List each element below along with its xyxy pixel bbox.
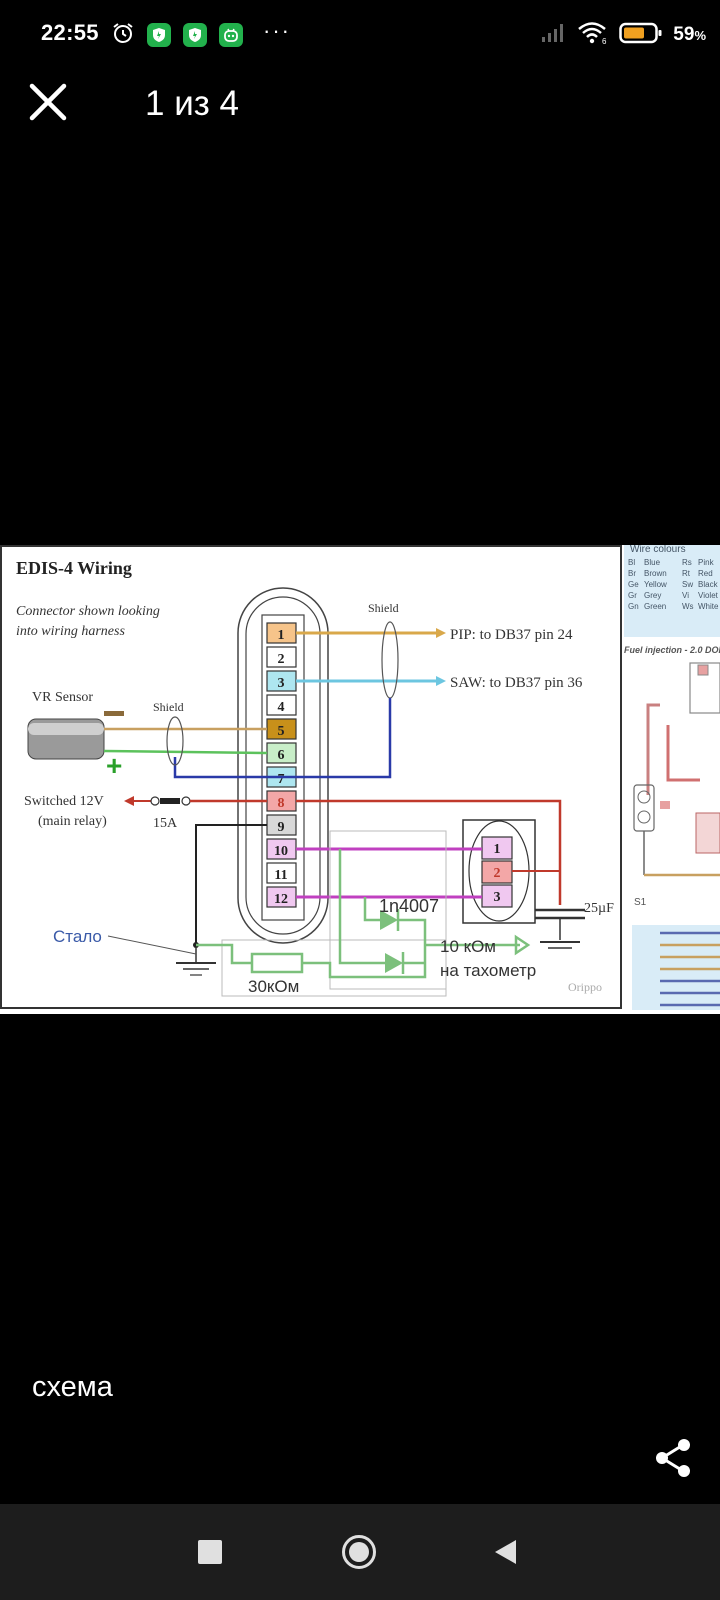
share-icon	[656, 1439, 690, 1477]
battery-percent: 59%	[673, 24, 706, 45]
status-bar: 22:55	[0, 0, 720, 70]
svg-text:Brown: Brown	[644, 569, 667, 578]
svg-text:11: 11	[274, 868, 287, 883]
svg-text:9: 9	[278, 820, 285, 835]
tachometer-label: на тахометр	[440, 961, 536, 980]
svg-text:Rs: Rs	[682, 558, 692, 567]
back-button[interactable]	[493, 1539, 519, 1565]
diagram-note-2: into wiring harness	[16, 624, 125, 639]
svg-text:Violet: Violet	[698, 591, 719, 600]
svg-text:7: 7	[278, 772, 285, 787]
svg-text:Br: Br	[628, 569, 636, 578]
svg-text:3: 3	[494, 890, 501, 905]
svg-text:Ge: Ge	[628, 580, 639, 589]
svg-text:6: 6	[278, 748, 285, 763]
svg-text:Ws: Ws	[682, 602, 694, 611]
svg-text:Vi: Vi	[682, 591, 689, 600]
shield-top-label: Shield	[368, 601, 399, 615]
image-caption: схема	[32, 1371, 113, 1403]
triangle-back-icon	[495, 1540, 516, 1564]
svg-text:Black: Black	[698, 580, 719, 589]
share-button[interactable]	[650, 1435, 696, 1481]
wifi-icon: 6	[577, 21, 609, 50]
legend-title: Wire colours	[630, 545, 686, 555]
battery-icon	[619, 21, 663, 50]
home-button[interactable]	[341, 1534, 377, 1570]
shield-left-label: Shield	[153, 700, 184, 714]
svg-text:1: 1	[278, 628, 285, 643]
svg-text:8: 8	[278, 796, 285, 811]
fuel-title: Fuel injection - 2.0 DOH	[624, 645, 720, 655]
svg-text:Green: Green	[644, 602, 666, 611]
square-icon	[198, 1540, 222, 1564]
circle-icon	[342, 1535, 376, 1569]
resistor-30k-label: 30кОм	[248, 977, 299, 996]
svg-text:12: 12	[274, 892, 288, 907]
diode-label: 1n4007	[379, 896, 439, 916]
diagram-heading: EDIS-4 Wiring	[16, 558, 132, 578]
svg-text:Blue: Blue	[644, 558, 661, 567]
switched-label-1: Switched 12V	[24, 794, 104, 809]
watermark: Orippo	[568, 980, 602, 994]
svg-text:Red: Red	[698, 569, 713, 578]
svg-text:5: 5	[278, 724, 285, 739]
diagram-note-1: Connector shown looking	[16, 604, 160, 619]
switched-label-2: (main relay)	[38, 814, 107, 829]
svg-text:Rt: Rt	[682, 569, 691, 578]
svg-text:10: 10	[274, 844, 288, 859]
svg-text:2: 2	[278, 652, 285, 667]
svg-text:Sw: Sw	[682, 580, 693, 589]
more-dots-icon: ···	[263, 18, 291, 43]
svg-text:+: +	[106, 750, 122, 781]
vr-sensor-label: VR Sensor	[32, 690, 93, 705]
s1-label: S1	[634, 897, 647, 908]
svg-text:Gn: Gn	[628, 602, 639, 611]
svg-text:3: 3	[278, 676, 285, 691]
stalo-label: Стало	[53, 927, 102, 946]
close-button[interactable]	[26, 80, 70, 124]
svg-text:White: White	[698, 602, 719, 611]
capacitor-label: 25µF	[584, 901, 614, 916]
svg-text:Gr: Gr	[628, 591, 637, 600]
status-time: 22:55	[41, 20, 99, 45]
robot-app-icon	[219, 23, 243, 47]
svg-text:4: 4	[278, 700, 285, 715]
connector-pins: 1 2 3 4 5 6 7 8 9 10 11 12	[266, 622, 297, 908]
pip-label: PIP: to DB37 pin 24	[450, 627, 573, 643]
alarm-icon	[111, 21, 135, 50]
shield-app-icon	[183, 23, 207, 47]
viewer-header: 1 из 4	[0, 70, 720, 140]
system-status-icons: 6 59%	[541, 20, 706, 50]
svg-text:1: 1	[494, 842, 501, 857]
wiring-diagram-image[interactable]: EDIS-4 Wiring Connector shown looking in…	[0, 545, 720, 1014]
notification-icons: ···	[111, 18, 291, 50]
svg-text:2: 2	[494, 866, 501, 881]
navigation-bar	[0, 1504, 720, 1600]
image-counter: 1 из 4	[145, 84, 239, 123]
svg-text:Pink: Pink	[698, 558, 715, 567]
wifi-badge: 6	[602, 37, 607, 45]
fuse-label: 15A	[153, 816, 178, 831]
svg-text:Yellow: Yellow	[644, 580, 667, 589]
svg-text:Bl: Bl	[628, 558, 635, 567]
svg-text:Grey: Grey	[644, 591, 661, 600]
close-icon	[29, 83, 67, 121]
resistor-10k-label: 10 кОм	[440, 937, 496, 956]
recents-button[interactable]	[197, 1539, 223, 1565]
shield-app-icon	[147, 23, 171, 47]
signal-icon	[541, 22, 567, 49]
saw-label: SAW: to DB37 pin 36	[450, 675, 583, 691]
